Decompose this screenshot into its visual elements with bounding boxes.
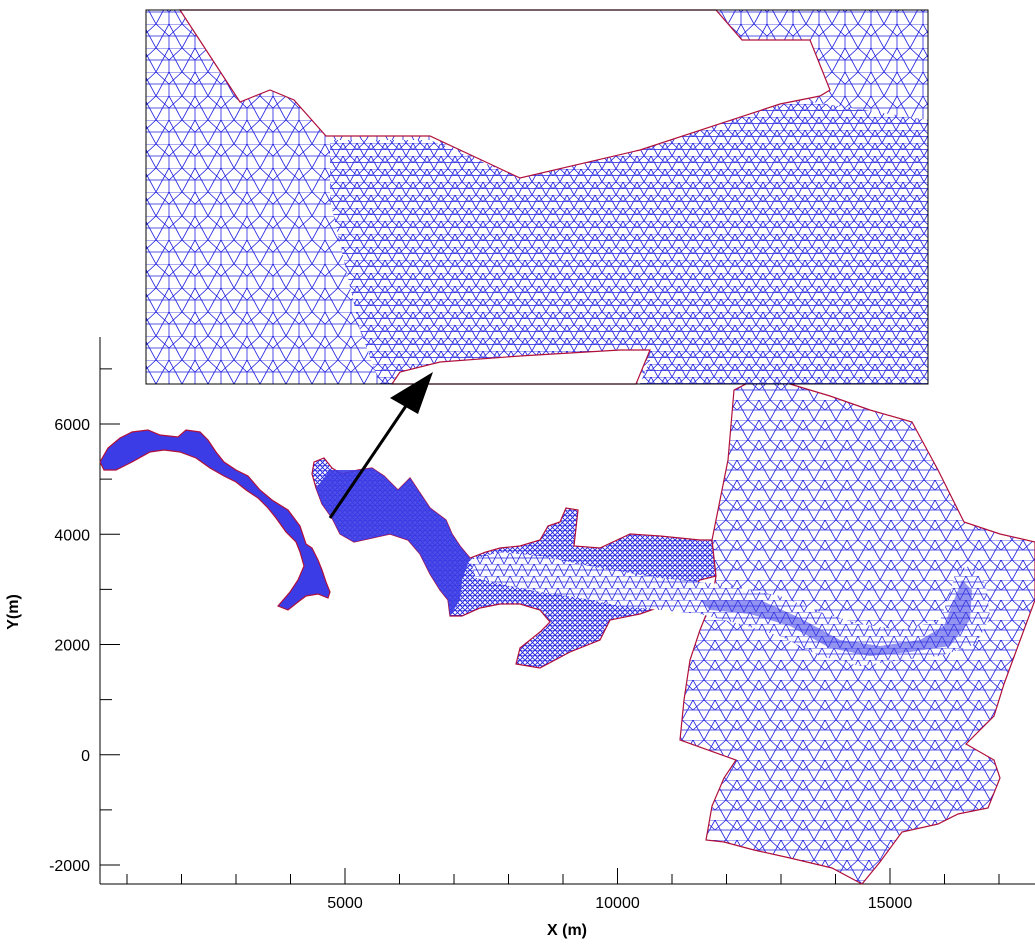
zoom-arrow-head bbox=[390, 372, 433, 414]
y-minor-ticks bbox=[100, 368, 112, 811]
inset-fine-region bbox=[330, 100, 928, 384]
zoom-arrow-shaft bbox=[328, 399, 412, 519]
y-tick-label: 6000 bbox=[54, 417, 90, 434]
x-axis-title: X (m) bbox=[547, 922, 587, 939]
zoom-arrow bbox=[328, 372, 433, 519]
mesh-domain bbox=[99, 377, 1035, 885]
x-tick-label: 15000 bbox=[868, 895, 913, 912]
inset-land-bottom bbox=[390, 349, 651, 385]
main-channel-core bbox=[700, 580, 972, 656]
zoom-inset bbox=[145, 9, 929, 385]
inset-land-top bbox=[178, 9, 831, 179]
y-tick-label: 0 bbox=[81, 748, 90, 765]
x-ticks: 5000 10000 15000 bbox=[327, 868, 912, 912]
x-tick-label: 10000 bbox=[595, 895, 640, 912]
y-ticks: 6000 4000 2000 0 -2000 bbox=[49, 417, 120, 875]
y-axis-title: Y(m) bbox=[5, 594, 22, 630]
upstream-reach bbox=[99, 429, 331, 611]
x-tick-label: 5000 bbox=[327, 895, 363, 912]
y-tick-label: 4000 bbox=[54, 527, 90, 544]
y-tick-label: -2000 bbox=[49, 858, 90, 875]
inset-frame bbox=[145, 9, 929, 385]
y-tick-label: 2000 bbox=[54, 638, 90, 655]
x-minor-ticks bbox=[126, 874, 1000, 884]
middle-reach-dense bbox=[316, 468, 470, 616]
